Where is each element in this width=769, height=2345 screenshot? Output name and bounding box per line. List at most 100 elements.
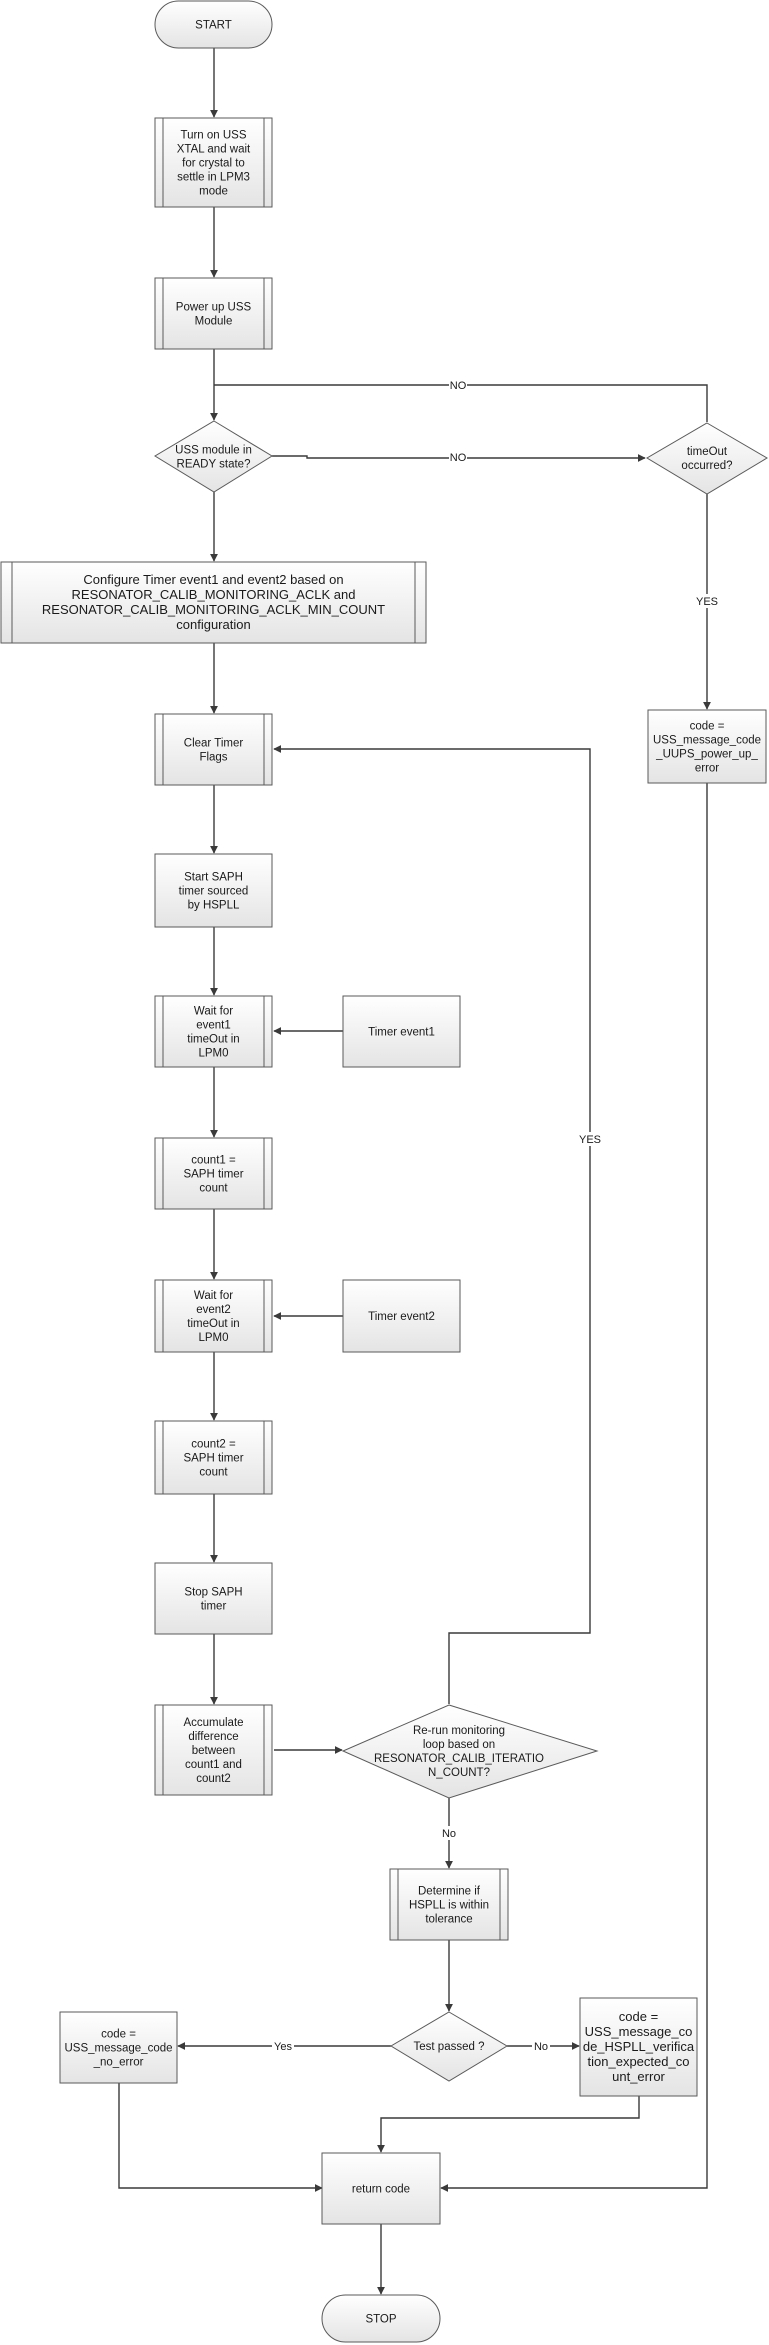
node-label-line: tion_expected_co — [588, 2054, 690, 2069]
node-label-line: Power up USS — [176, 302, 252, 314]
edge-label-rerun-yes: YES — [579, 1134, 601, 1146]
edge-timeout-no-loop — [214, 384, 708, 422]
node-label-line: code = — [101, 2029, 136, 2041]
process-stop-saph: Stop SAPH timer — [154, 1562, 273, 1635]
node-label-line: RESONATOR_CALIB_MONITORING_ACLK_MIN_COUN… — [42, 602, 385, 617]
node-label-line: READY state? — [177, 459, 251, 471]
node-label-line: for crystal to — [182, 158, 245, 170]
node-label-count2: count2 = SAPH timer count — [183, 1439, 243, 1479]
node-label-configure: Configure Timer event1 and event2 based … — [42, 572, 385, 632]
node-label-line: count1 = — [191, 1155, 236, 1167]
node-label-test: Test passed ? — [414, 2041, 485, 2053]
node-label-line: Clear Timer — [184, 738, 244, 750]
node-label-line: tolerance — [425, 1914, 472, 1926]
node-label-power-error: code =USS_message_code_UUPS_power_up_err… — [653, 721, 761, 775]
node-label-line: timer — [201, 1601, 227, 1613]
node-label-line: Re-run monitoring — [413, 1725, 505, 1737]
node-label-line: Flags — [199, 752, 227, 764]
edge-label-timeout-no: NO — [450, 380, 467, 392]
node-label-line: Wait for — [194, 1006, 233, 1018]
node-label-line: configuration — [176, 617, 250, 632]
node-label-line: Configure Timer event1 and event2 based … — [83, 572, 343, 587]
process-timer-event2: Timer event2 — [342, 1279, 461, 1353]
node-label-line: code = — [690, 721, 725, 733]
node-label-line: Accumulate — [183, 1717, 243, 1729]
node-label-line: Turn on USS — [180, 130, 246, 142]
node-label-line: timeOut in — [187, 1318, 239, 1330]
node-label-line: count2 = — [191, 1439, 236, 1451]
process-timer-event1: Timer event1 — [342, 995, 461, 1068]
node-label-line: START — [195, 20, 232, 32]
node-label-line: Wait for — [194, 1290, 233, 1302]
node-label-line: settle in LPM3 — [177, 172, 250, 184]
edge-ready-no-to-timeout — [272, 454, 646, 462]
node-label-line: de_HSPLL_verifica — [583, 2039, 695, 2054]
node-label-line: Stop SAPH — [184, 1587, 242, 1599]
process-power-up-error: code =USS_message_code_UUPS_power_up_err… — [647, 709, 767, 784]
process-return-code: return code — [321, 2152, 441, 2225]
edges — [118, 48, 711, 2295]
node-label-xtal: Turn on USS XTAL and wait for crystal to se… — [177, 130, 251, 198]
node-label-line: RESONATOR_CALIB_MONITORING_ACLK and — [72, 587, 356, 602]
node-label-line: return code — [352, 2184, 410, 2196]
node-label-no-error: code = USS_message_code _no_error — [64, 2029, 172, 2069]
node-label-line: RESONATOR_CALIB_ITERATIO — [374, 1753, 544, 1765]
edge-label-rerun-no: No — [442, 1828, 456, 1840]
edge-label-timeout-yes: YES — [696, 596, 718, 608]
node-label-start: START — [195, 20, 232, 32]
edge-no-error-to-return — [118, 2083, 323, 2192]
node-label-line: event2 — [196, 1304, 231, 1316]
node-label-line: count2 — [196, 1773, 231, 1785]
node-label-line: occurred? — [681, 460, 732, 472]
edge-label-test-no: No — [534, 2041, 548, 2053]
node-label-line: _no_error — [93, 2057, 144, 2069]
edge-verif-error-to-return — [377, 2096, 640, 2153]
stop-terminator: STOP — [321, 2294, 441, 2343]
node-label-line: count — [199, 1467, 228, 1479]
node-label-event2: Timer event2 — [368, 1311, 435, 1323]
node-label-line: _UUPS_power_up_ — [655, 749, 758, 761]
node-label-line: XTAL and wait — [177, 144, 251, 156]
node-label-line: Timer event2 — [368, 1311, 435, 1323]
node-label-line: code = — [619, 2009, 658, 2024]
node-label-line: Timer event1 — [368, 1027, 435, 1039]
process-count2: count2 = SAPH timer count — [154, 1420, 273, 1495]
edge-power-error-to-return — [440, 783, 708, 2192]
node-label-line: count — [199, 1183, 228, 1195]
node-label-line: USS_message_code — [64, 2043, 172, 2055]
node-label-line: LPM0 — [198, 1048, 228, 1060]
node-label-line: between — [192, 1745, 235, 1757]
process-no-error: code = USS_message_code _no_error — [59, 2011, 178, 2084]
node-label-line: timer sourced — [179, 886, 249, 898]
node-label-line: event1 — [196, 1020, 231, 1032]
node-label-line: SAPH timer — [183, 1453, 243, 1465]
start-terminator: START — [154, 0, 273, 49]
process-configure-timer: Configure Timer event1 and event2 based … — [0, 561, 427, 644]
node-label-line: count1 and — [185, 1759, 242, 1771]
node-label-line: USS_message_code — [653, 735, 761, 747]
node-label-line: Start SAPH — [184, 872, 243, 884]
node-label-stop: STOP — [365, 2314, 396, 2326]
